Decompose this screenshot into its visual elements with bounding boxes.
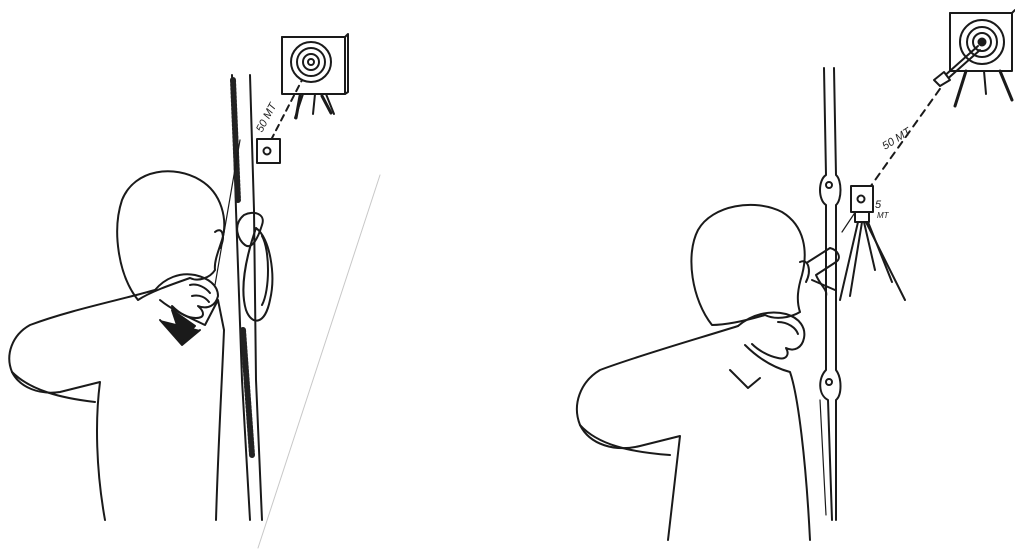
- right-distance-label: 50 MT: [880, 125, 914, 152]
- right-bow-limb: [820, 68, 841, 520]
- right-illustration: [577, 10, 1015, 540]
- right-sight-distance-number: 5: [875, 199, 882, 211]
- left-archer-hand: [155, 274, 218, 318]
- left-faint-line: [258, 175, 380, 548]
- right-archer-head: [691, 205, 804, 325]
- right-sight-distance-unit: MT: [877, 211, 890, 220]
- right-target: [950, 10, 1015, 106]
- left-archer-body: [9, 290, 155, 520]
- left-illustration: [9, 34, 380, 548]
- left-target: [282, 34, 348, 118]
- right-archer-hand: [738, 313, 804, 359]
- right-archer-body: [577, 326, 738, 540]
- right-sight-tripod: [840, 186, 905, 300]
- left-sight-box: [257, 139, 280, 163]
